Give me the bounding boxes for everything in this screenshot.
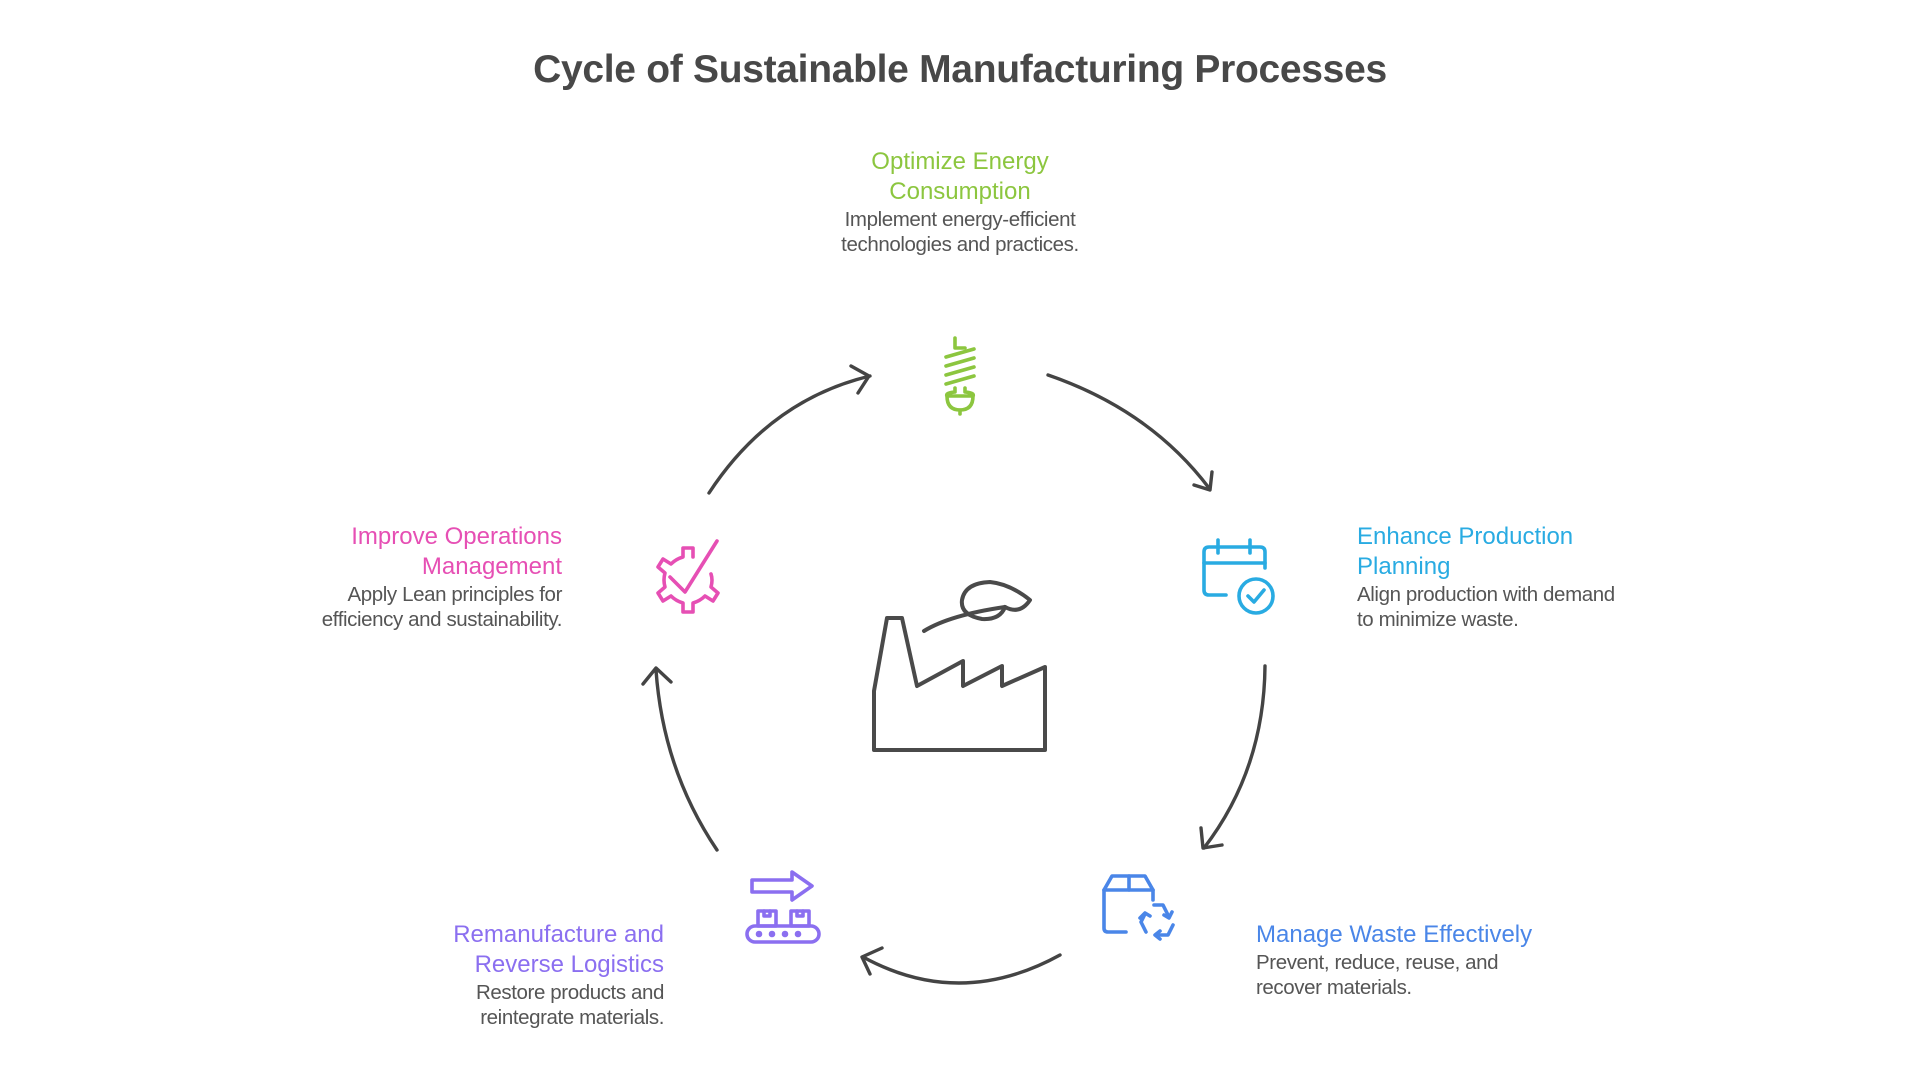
arrow-waste-to-remanufacture bbox=[860, 946, 1062, 985]
step-description: Implement energy-efficient technologies … bbox=[841, 208, 1079, 256]
step-title: Optimize Energy Consumption bbox=[871, 148, 1049, 205]
step-title: Enhance Production Planning bbox=[1357, 523, 1574, 580]
step-title: Improve Operations Management bbox=[351, 523, 562, 580]
step-optimize-energy: Optimize Energy Consumption Implement en… bbox=[760, 147, 1160, 257]
arrow-remanufacture-to-operations bbox=[641, 666, 719, 852]
step-manage-waste: Manage Waste Effectively Prevent, reduce… bbox=[1256, 920, 1616, 1000]
arrow-operations-to-energy bbox=[707, 364, 872, 495]
box-recycle-icon bbox=[1102, 874, 1175, 941]
step-description: Align production with demand to minimize… bbox=[1357, 583, 1615, 631]
arrow-planning-to-waste bbox=[1199, 664, 1267, 850]
page-title: Cycle of Sustainable Manufacturing Proce… bbox=[533, 48, 1387, 91]
conveyor-arrow-icon bbox=[745, 870, 821, 944]
step-description: Prevent, reduce, reuse, and recover mate… bbox=[1256, 951, 1499, 999]
step-title: Remanufacture and Reverse Logistics bbox=[453, 921, 664, 978]
light-bulb-icon bbox=[944, 336, 976, 416]
arrow-energy-to-planning bbox=[1046, 373, 1214, 492]
step-enhance-production: Enhance Production Planning Align produc… bbox=[1357, 522, 1697, 632]
step-description: Restore products and reintegrate materia… bbox=[475, 981, 664, 1029]
step-improve-operations: Improve Operations Management Apply Lean… bbox=[222, 522, 563, 632]
gear-check-icon bbox=[656, 539, 720, 614]
step-title: Manage Waste Effectively bbox=[1256, 921, 1533, 948]
step-remanufacture: Remanufacture and Reverse Logistics Rest… bbox=[364, 920, 664, 1030]
calendar-check-icon bbox=[1202, 538, 1275, 615]
factory-leaf-icon bbox=[872, 580, 1047, 752]
step-description: Apply Lean principles for efficiency and… bbox=[321, 583, 563, 631]
